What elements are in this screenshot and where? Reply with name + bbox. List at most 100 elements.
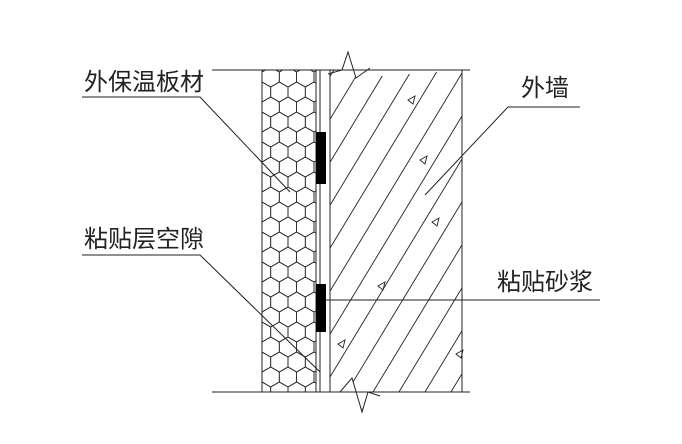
- top-break-line: [327, 50, 371, 79]
- hatch-line: [616, 40, 682, 420]
- honeycomb-cell: [262, 251, 263, 263]
- honeycomb-cell: [236, 142, 253, 162]
- hatch-line: [0, 40, 66, 420]
- hatch-line: [330, 52, 379, 412]
- adhesive-mortar-block-upper: [316, 132, 326, 184]
- honeycomb-cell: [287, 81, 306, 103]
- label-insulation-board: 外保温板材: [84, 68, 204, 96]
- honeycomb-cell: [278, 246, 298, 268]
- hatch-line: [590, 40, 682, 420]
- hatch-line: [330, 52, 457, 412]
- aggregate-mark: [407, 95, 416, 105]
- honeycomb-cell: [278, 156, 298, 178]
- exterior-wall: [0, 40, 682, 420]
- hatch-line: [330, 52, 405, 412]
- wall-aggregate-marks: [337, 95, 464, 359]
- honeycomb-cell: [262, 126, 280, 148]
- hatch-line: [330, 52, 462, 412]
- aggregate-mark: [377, 281, 386, 291]
- adhesive-mortar-block-lower: [316, 284, 326, 332]
- honeycomb-cell: [270, 201, 289, 223]
- honeycomb-cell: [270, 81, 289, 103]
- hatch-line: [407, 52, 462, 412]
- honeycomb-cell: [292, 70, 301, 73]
- honeycomb-cell: [270, 351, 289, 373]
- honeycomb-cell: [236, 52, 253, 72]
- honeycomb-cell: [236, 112, 253, 132]
- honeycomb-cell: [262, 70, 267, 73]
- honeycomb-cell: [313, 70, 316, 84]
- hatch-line: [381, 52, 462, 412]
- hatch-line: [642, 40, 682, 420]
- label-adhesive-gap: 粘贴层空隙: [84, 225, 204, 253]
- honeycomb-cell: [236, 262, 253, 282]
- honeycomb-cell: [270, 291, 289, 313]
- wall-hatching: [0, 40, 682, 420]
- aggregate-mark: [431, 217, 440, 227]
- honeycomb-cell: [236, 172, 253, 192]
- honeycomb-cell: [262, 186, 280, 208]
- hatch-line: [486, 40, 682, 420]
- honeycomb-cell: [278, 126, 298, 148]
- hatch-line: [564, 40, 682, 420]
- honeycomb-cell: [287, 141, 306, 163]
- honeycomb-cell: [296, 96, 315, 118]
- honeycomb-cell: [287, 201, 306, 223]
- honeycomb-cell: [313, 220, 316, 234]
- honeycomb-cell: [262, 221, 263, 233]
- honeycomb-cell: [313, 310, 316, 324]
- honeycomb-cell: [296, 366, 315, 388]
- honeycomb-cell: [304, 381, 316, 392]
- hatch-line: [330, 52, 462, 412]
- insulation-honeycomb-pattern: [236, 52, 316, 392]
- honeycomb-cell: [287, 111, 306, 133]
- honeycomb-cell: [278, 306, 298, 328]
- hatch-line: [355, 52, 462, 412]
- honeycomb-cell: [296, 126, 315, 148]
- honeycomb-cell: [287, 231, 306, 253]
- honeycomb-cell: [313, 190, 316, 204]
- honeycomb-cell: [262, 216, 280, 238]
- hatch-line: [459, 52, 462, 412]
- aggregate-mark: [419, 155, 428, 165]
- honeycomb-cell: [262, 371, 263, 383]
- honeycomb-cell: [262, 246, 280, 268]
- hatch-line: [668, 40, 682, 420]
- honeycomb-cell: [236, 322, 253, 342]
- honeycomb-cell: [236, 82, 253, 102]
- honeycomb-cell: [262, 281, 263, 293]
- honeycomb-cell: [262, 131, 263, 143]
- honeycomb-cell: [262, 336, 280, 358]
- honeycomb-cell: [296, 276, 315, 298]
- honeycomb-cell: [270, 141, 289, 163]
- honeycomb-cell: [313, 370, 316, 384]
- leader-exterior-wall: [424, 106, 580, 196]
- honeycomb-cell: [262, 276, 280, 298]
- leader-insulation-board: [82, 96, 291, 193]
- honeycomb-cell: [262, 311, 263, 323]
- insulation-board: [236, 52, 321, 392]
- honeycomb-cell: [270, 261, 289, 283]
- honeycomb-cell: [287, 261, 306, 283]
- hatch-line: [330, 52, 462, 412]
- honeycomb-cell: [270, 231, 289, 253]
- honeycomb-cell: [296, 336, 315, 358]
- honeycomb-cell: [313, 280, 316, 294]
- hatch-line: [0, 40, 92, 420]
- leader-adhesive-gap: [82, 254, 321, 373]
- honeycomb-cell: [313, 100, 316, 114]
- hatch-line: [0, 40, 40, 420]
- honeycomb-cell: [287, 291, 306, 313]
- honeycomb-cell: [278, 276, 298, 298]
- aggregate-mark: [455, 349, 464, 359]
- honeycomb-cell: [278, 96, 298, 118]
- honeycomb-cell: [296, 186, 315, 208]
- bottom-break-line: [339, 376, 381, 414]
- honeycomb-cell: [313, 340, 316, 354]
- hatch-line: [330, 52, 431, 412]
- honeycomb-cell: [262, 341, 263, 353]
- honeycomb-cell: [262, 156, 280, 178]
- honeycomb-cell: [296, 306, 315, 328]
- honeycomb-cell: [262, 191, 263, 203]
